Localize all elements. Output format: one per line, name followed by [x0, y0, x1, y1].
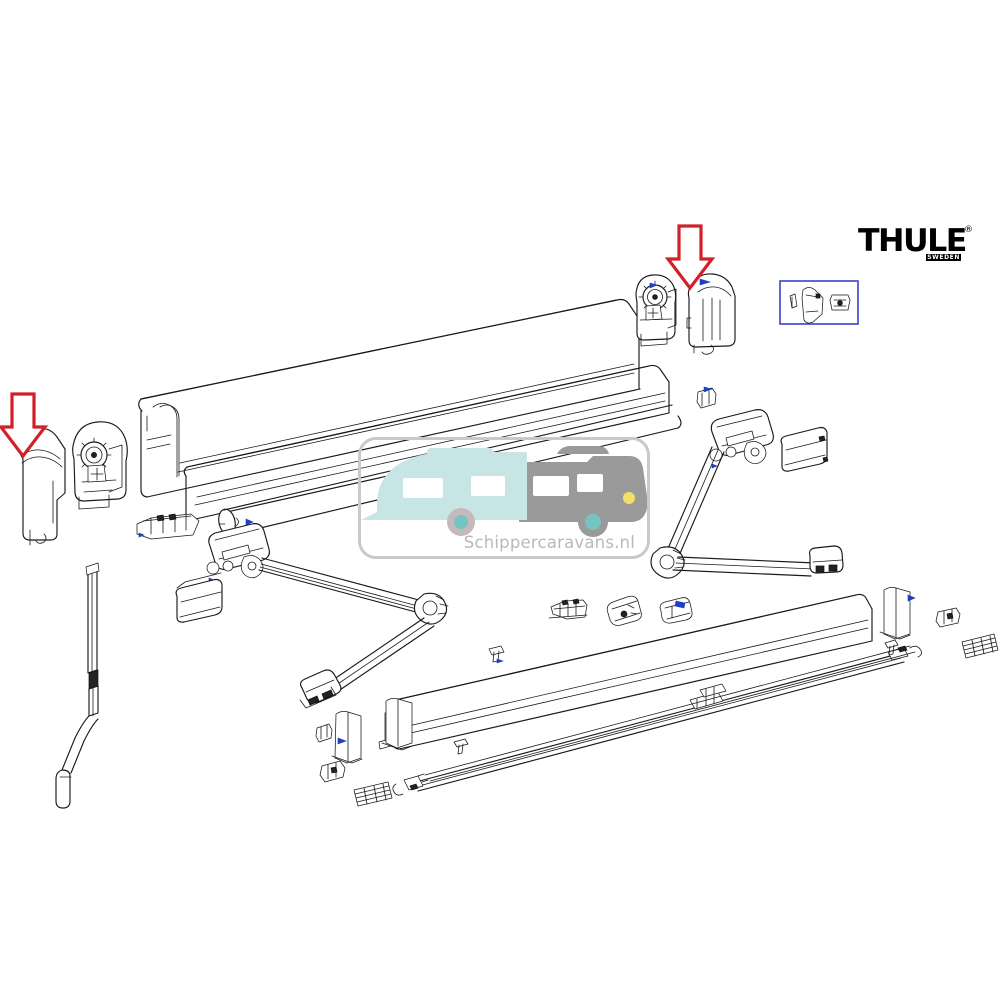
part-bracket-near-foot — [315, 723, 333, 743]
part-clip-right-a — [935, 607, 961, 628]
part-awning-case-front — [183, 364, 670, 521]
end-cap-detail-inset — [779, 280, 859, 325]
part-tensioning-rafter-secondary — [424, 645, 916, 782]
roller-tube-accent-marks — [245, 518, 254, 526]
part-end-plate-right — [879, 586, 916, 640]
part-right-end-cap — [686, 273, 736, 355]
part-vertical-plate-b — [381, 697, 413, 751]
part-right-arm-assembly — [650, 409, 844, 579]
part-left-end-cap — [17, 427, 66, 546]
part-fabric-strip-right — [961, 633, 999, 659]
part-right-gear-mechanism — [635, 274, 677, 347]
registered-mark-icon: ® — [964, 225, 973, 235]
part-awning-case-top — [138, 298, 641, 498]
part-left-arm-assembly — [206, 523, 449, 709]
part-screw-knob-upper — [488, 645, 505, 664]
part-screw-knob-lower — [453, 738, 469, 755]
part-left-gear-mechanism — [72, 421, 128, 510]
part-crank-handle — [55, 562, 100, 809]
part-clip-right-b — [884, 639, 899, 656]
part-left-bracket-cluster — [136, 513, 200, 540]
right-end-cap-arrow — [664, 224, 716, 291]
brand-name: THULE — [858, 223, 967, 259]
part-side-panel-left — [175, 572, 223, 623]
part-mounting-bracket-set — [548, 595, 693, 626]
part-fabric-strip-left — [353, 781, 393, 807]
part-vertical-plate-a — [331, 710, 363, 764]
part-fabric-roller-tube — [218, 404, 682, 536]
part-clip-upper-right — [696, 386, 717, 409]
thule-logo: THULE ® SWEDEN — [858, 223, 973, 261]
part-tensioning-rafter — [392, 645, 922, 796]
part-connector-bottom-left — [319, 760, 346, 783]
brand-subtitle: SWEDEN — [926, 254, 961, 261]
part-side-panel-right — [780, 426, 829, 472]
left-end-cap-arrow — [0, 392, 49, 459]
